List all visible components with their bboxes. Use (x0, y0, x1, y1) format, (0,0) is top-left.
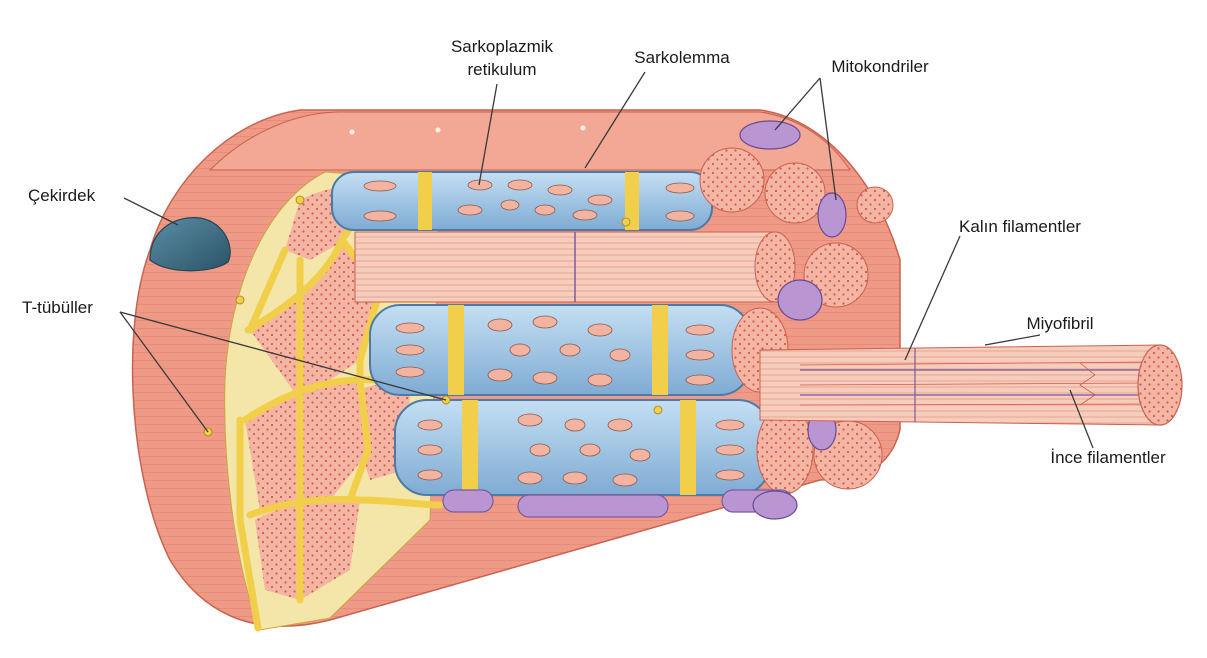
label-sarkolemma: Sarkolemma (634, 48, 730, 67)
label-retikulum: retikulum (468, 60, 537, 79)
label-ince-filamentler: İnce filamentler (1050, 448, 1166, 467)
sarcoplasmic-reticulum-middle (370, 305, 788, 395)
label-t-tubuller: T-tübüller (22, 298, 93, 317)
label-sarkoplazmik: Sarkoplazmik (451, 37, 554, 56)
label-mitokondriler: Mitokondriler (831, 57, 929, 76)
sarcoplasmic-reticulum-top (332, 172, 712, 230)
label-cekirdek: Çekirdek (28, 186, 96, 205)
label-miyofibril: Miyofibril (1026, 314, 1093, 333)
myofibril-middle (355, 232, 795, 302)
sarcoplasmic-reticulum-lower (395, 400, 813, 495)
extended-myofibril (760, 345, 1182, 425)
label-kalin-filamentler: Kalın filamentler (959, 217, 1081, 236)
